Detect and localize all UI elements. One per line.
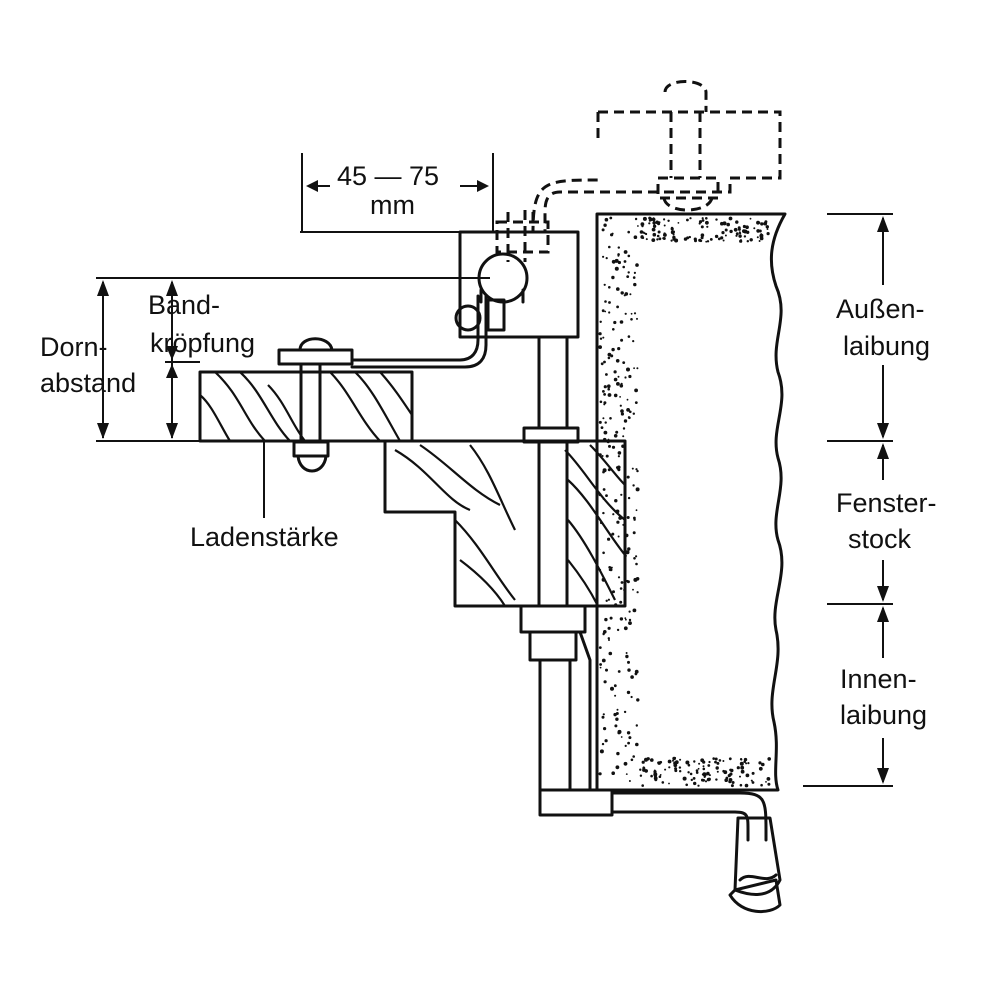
dimension-45-75: 45 — 75 mm xyxy=(300,153,494,233)
stipple-texture xyxy=(598,216,771,788)
open-position-outline xyxy=(495,80,782,262)
bandkroepfung-label-2: kröpfung xyxy=(150,328,255,358)
dornabstand-dimension: Band- kröpfung Dorn- abstand xyxy=(40,277,490,442)
dornabstand-label-2: abstand xyxy=(40,368,136,398)
dimension-unit: mm xyxy=(370,190,415,220)
aussenlaibung-label-1: Außen- xyxy=(836,294,925,324)
crank-handle xyxy=(538,788,782,914)
masonry-wall xyxy=(595,212,787,792)
shutter-board xyxy=(198,370,414,443)
hinge-strap xyxy=(350,294,506,369)
dornabstand-label-1: Dorn- xyxy=(40,332,108,362)
fensterstock-label-1: Fenster- xyxy=(836,488,937,518)
ladenstaerke-label: Ladenstärke xyxy=(190,522,339,552)
ladenstaerke-callout: Ladenstärke xyxy=(190,441,339,552)
shutter-bolt xyxy=(277,337,354,473)
innenlaibung-label-2: laibung xyxy=(840,700,927,730)
window-frame-wood xyxy=(383,439,627,608)
fensterstock-label-2: stock xyxy=(848,524,912,554)
pivot-rod xyxy=(519,335,592,792)
innenlaibung-label-1: Innen- xyxy=(840,664,917,694)
reveal-dimensions: Außen- laibung Fenster- stock Innen- lai… xyxy=(803,213,948,787)
bandkroepfung-label-1: Band- xyxy=(148,290,220,320)
aussenlaibung-label-2: laibung xyxy=(843,331,930,361)
dimension-label: 45 — 75 xyxy=(337,161,439,191)
